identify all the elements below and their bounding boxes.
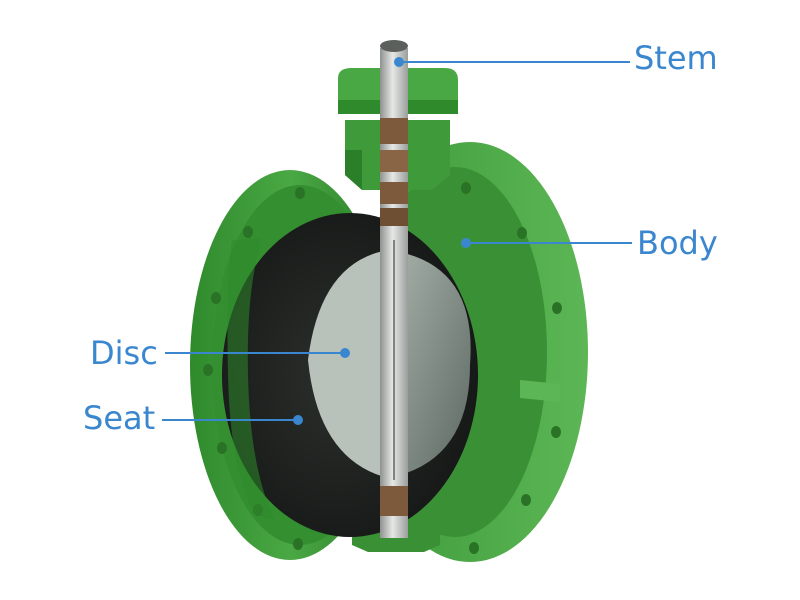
dot-seat	[293, 415, 303, 425]
bolt-hole	[211, 292, 221, 304]
stem-bushing	[380, 150, 408, 172]
bolt-hole	[521, 494, 531, 506]
valve-stem	[380, 40, 408, 538]
bolt-hole	[552, 302, 562, 314]
rear-flange-bolt-holes	[461, 182, 562, 554]
bolt-hole	[243, 226, 253, 238]
bolt-hole	[295, 187, 305, 199]
callout-label-body: Body	[637, 224, 718, 262]
stem-bushing	[380, 182, 408, 204]
dot-stem	[394, 57, 404, 67]
body-rib	[520, 380, 560, 402]
dot-body	[461, 238, 471, 248]
callout-label-stem: Stem	[634, 39, 718, 77]
dot-disc	[340, 348, 350, 358]
stem-bushing	[380, 118, 408, 144]
callout-leaders	[162, 57, 632, 425]
disc-face	[308, 250, 388, 478]
bolt-hole	[517, 227, 527, 239]
callout-label-disc: Disc	[90, 334, 158, 372]
bolt-hole	[293, 538, 303, 550]
bolt-hole	[217, 442, 227, 454]
bolt-hole	[461, 182, 471, 194]
bolt-hole	[203, 364, 213, 376]
bolt-hole	[551, 426, 561, 438]
disc-body	[388, 250, 471, 478]
valve-disc	[308, 250, 471, 478]
stem-top-cap	[380, 40, 408, 52]
body-neck-shade	[345, 150, 362, 190]
stem-bushing	[380, 486, 408, 516]
bolt-hole	[469, 542, 479, 554]
stem-bushing	[380, 208, 408, 226]
cutaway-wall	[227, 238, 275, 520]
callout-label-seat: Seat	[83, 399, 156, 437]
